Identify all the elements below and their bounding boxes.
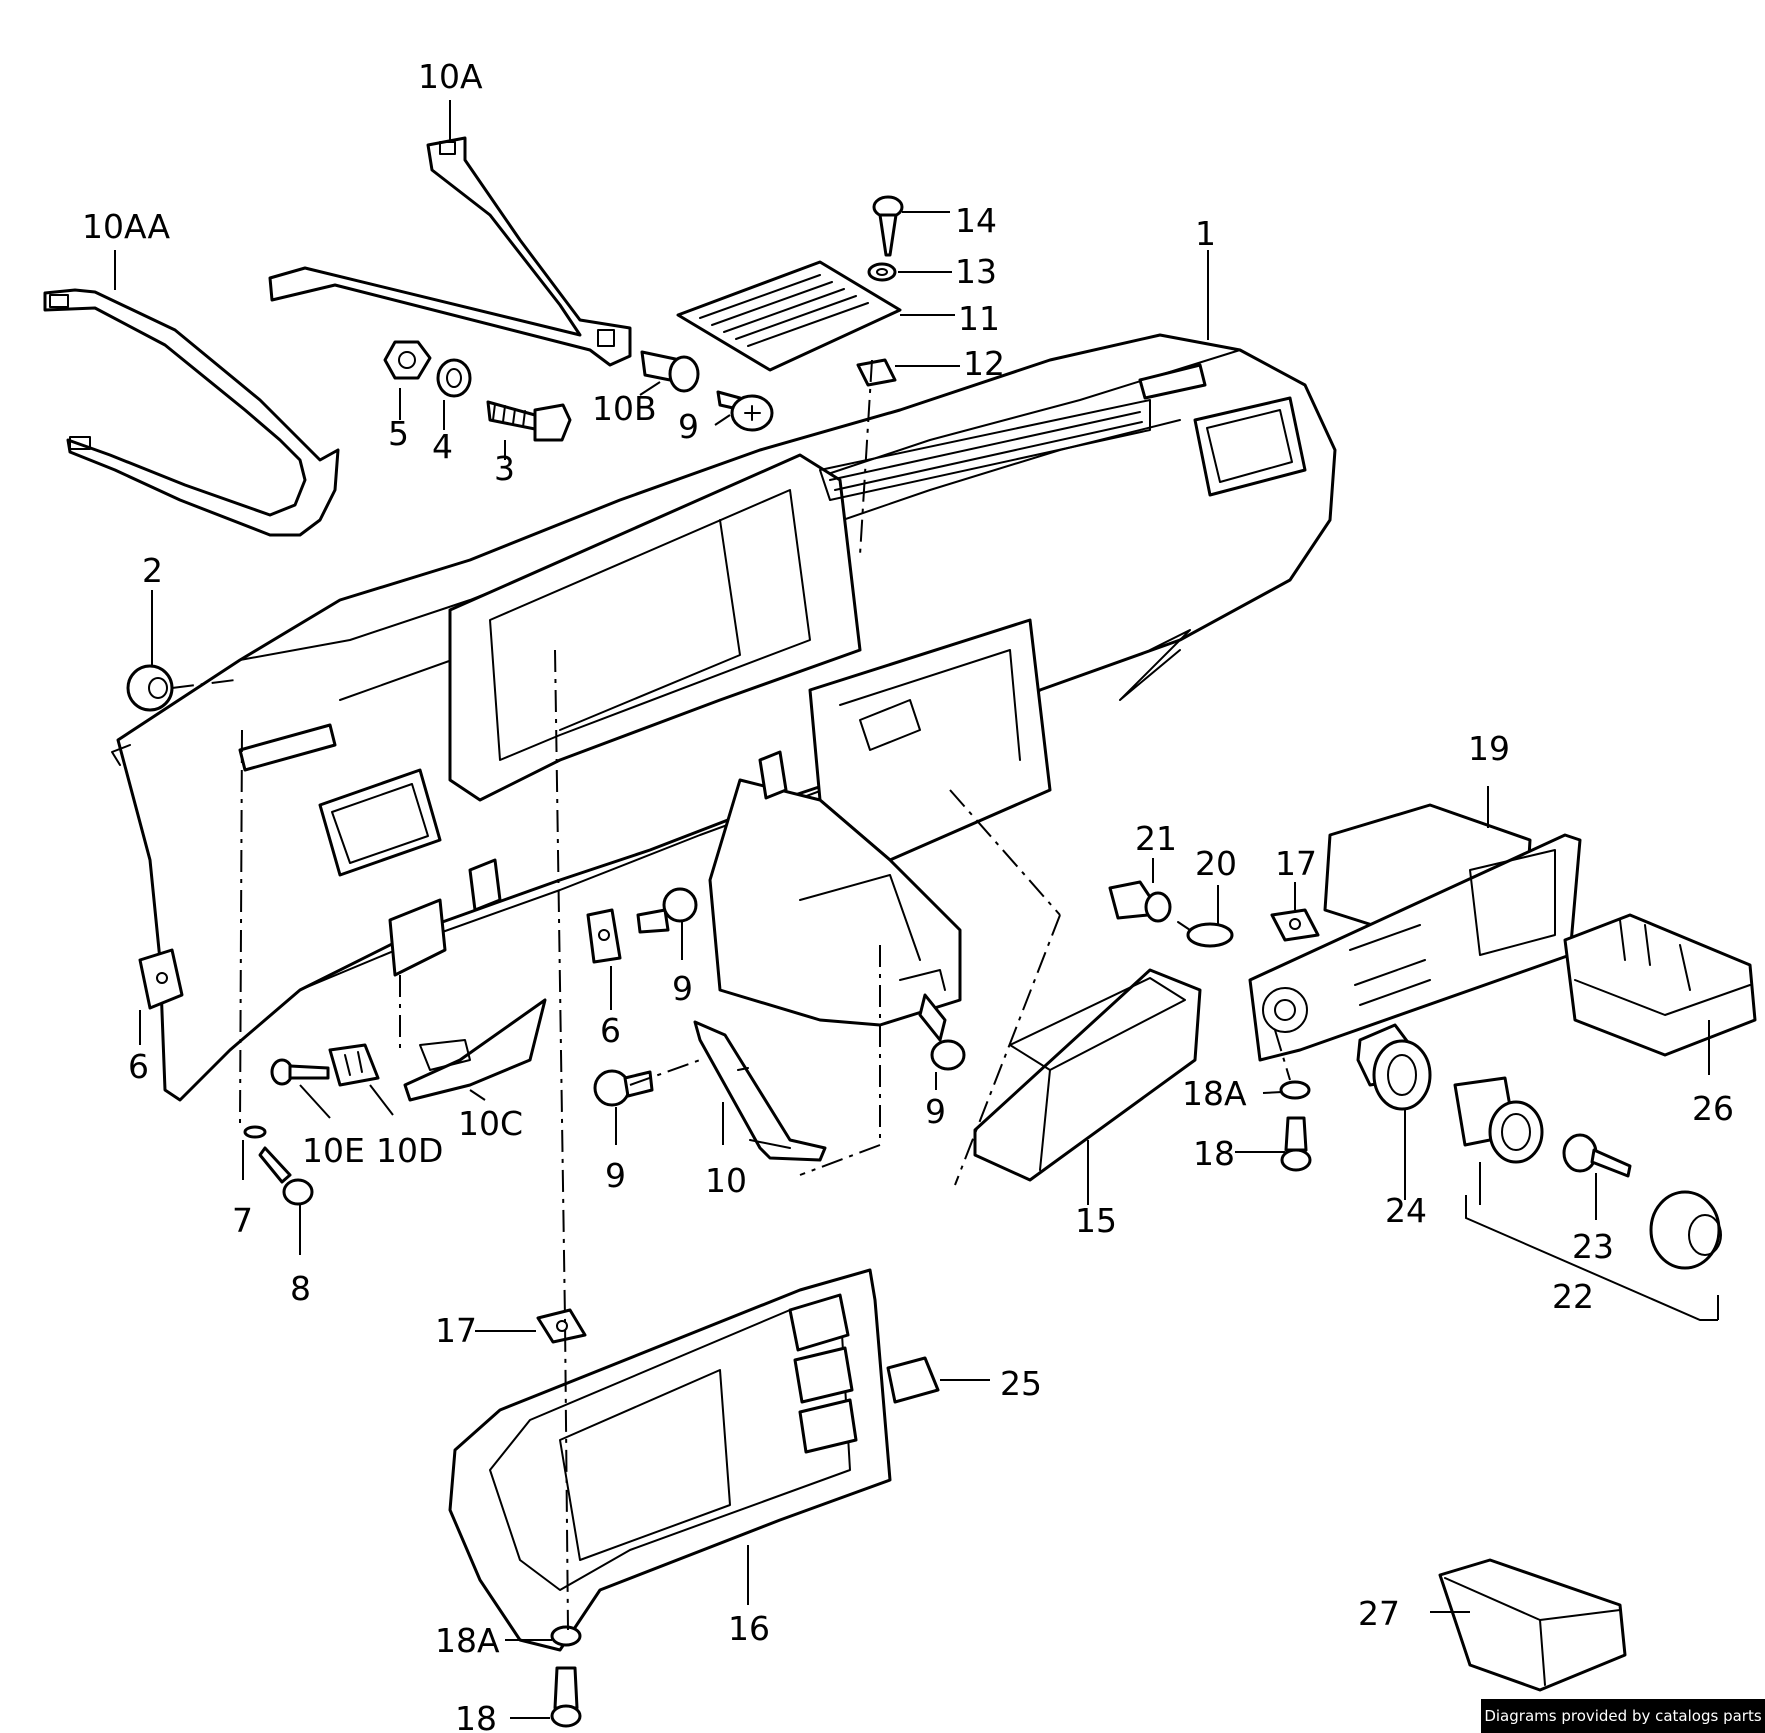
tray-15: [973, 968, 1202, 1182]
label-15: 15: [1075, 1201, 1117, 1240]
label-18-right: 18: [1193, 1134, 1235, 1173]
label-18-lower: 18: [455, 1699, 497, 1733]
lighter-housing-24: [1356, 1023, 1432, 1111]
label-7: 7: [232, 1201, 253, 1240]
washer-18a-lower: [550, 1625, 582, 1647]
lever-10c: [403, 998, 547, 1102]
leader-lines: [114, 100, 1719, 1719]
label-9-console: 9: [925, 1092, 946, 1131]
label-6-left: 6: [128, 1047, 149, 1086]
label-10b: 10B: [592, 389, 657, 428]
label-10: 10: [705, 1161, 747, 1200]
label-26: 26: [1692, 1089, 1734, 1128]
label-10aa: 10AA: [82, 207, 170, 246]
instrument-frame-16: [448, 1268, 892, 1652]
assembly-lines: [171, 359, 1291, 1631]
label-10d: 10D: [376, 1131, 443, 1170]
label-25: 25: [1000, 1364, 1042, 1403]
label-3: 3: [494, 449, 515, 488]
screw-8: [258, 1146, 314, 1206]
label-6-center: 6: [600, 1011, 621, 1050]
label-20: 20: [1195, 844, 1237, 883]
label-8: 8: [290, 1269, 311, 1308]
screw-18-lower: [550, 1666, 582, 1728]
label-18a-lower: 18A: [435, 1621, 500, 1660]
label-9-center: 9: [672, 969, 693, 1008]
dashboard-panel: [111, 333, 1337, 1102]
lighter-element-23: [1562, 1133, 1632, 1178]
bulb-20: [1177, 921, 1234, 948]
screw-10e: [270, 1058, 330, 1086]
label-10c: 10C: [458, 1104, 523, 1143]
clip-6-left: [138, 948, 184, 1010]
washer-4: [436, 358, 472, 398]
label-1: 1: [1195, 214, 1216, 253]
label-12: 12: [963, 344, 1005, 383]
label-22: 22: [1552, 1277, 1594, 1316]
label-19: 19: [1468, 729, 1510, 768]
lighter-socket-22: [1453, 1076, 1544, 1164]
label-27: 27: [1358, 1594, 1400, 1633]
label-11: 11: [958, 299, 1000, 338]
label-5: 5: [388, 414, 409, 453]
screw-9-center-upper: [636, 887, 698, 934]
label-23: 23: [1572, 1227, 1614, 1266]
part-labels: 1 2 3 4 5 6 6 7 8 9 9 9 9 10 10A 10AA 10…: [82, 57, 1734, 1733]
bolt-3: [486, 400, 572, 442]
label-24: 24: [1385, 1191, 1427, 1230]
washer-7: [243, 1125, 267, 1139]
diagram-credit-banner: Diagrams provided by catalogs parts: [1481, 1699, 1765, 1733]
label-17-lower: 17: [435, 1311, 477, 1350]
screw-9-center-lower: [593, 1069, 654, 1107]
bulb-holder-21: [1108, 880, 1172, 923]
washer-13: [867, 262, 897, 282]
clip-nut-12: [856, 358, 897, 387]
bracket-10: [693, 1020, 827, 1162]
label-9-lower: 9: [605, 1156, 626, 1195]
ashtray-26: [1563, 913, 1757, 1057]
lighter-knob: [1649, 1190, 1722, 1270]
screw-18-right: [1280, 1116, 1312, 1172]
screw-14: [872, 195, 904, 257]
label-2: 2: [142, 551, 163, 590]
screw-9-console: [918, 993, 966, 1071]
ashtray-insert-27: [1438, 1558, 1627, 1692]
vent-grille-11: [676, 260, 902, 372]
push-clip-10b: [640, 350, 700, 393]
clip-6-center: [586, 908, 622, 964]
latch-10d: [328, 1043, 380, 1087]
label-17-right: 17: [1275, 844, 1317, 883]
label-4: 4: [432, 427, 453, 466]
label-18a-right: 18A: [1182, 1074, 1247, 1113]
clip-nut-17-right: [1270, 908, 1320, 942]
hex-nut-5: [383, 340, 432, 380]
label-10e: 10E: [302, 1131, 365, 1170]
label-16: 16: [728, 1609, 770, 1648]
glovebox-19: [1248, 803, 1582, 1062]
label-10a: 10A: [418, 57, 483, 96]
washer-18a-right: [1279, 1080, 1311, 1100]
label-21: 21: [1135, 819, 1177, 858]
screw-9-top: [716, 390, 774, 432]
label-13: 13: [955, 252, 997, 291]
bracket-10aa: [43, 288, 340, 537]
cap-25: [886, 1356, 940, 1404]
label-14: 14: [955, 201, 997, 240]
clip-nut-17-lower: [536, 1308, 587, 1344]
bracket-10a: [268, 136, 632, 367]
label-9-top: 9: [678, 407, 699, 446]
grommet-2: [126, 664, 174, 712]
